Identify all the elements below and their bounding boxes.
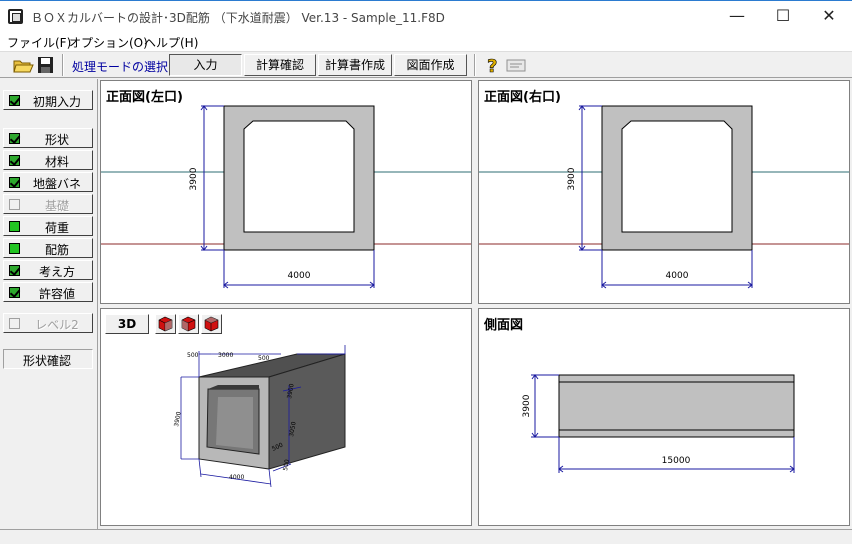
dim-label: 500	[271, 442, 285, 453]
toolbar-separator	[474, 54, 476, 76]
height-dimension: 3900	[189, 167, 199, 190]
cube-view-front-button[interactable]	[155, 314, 176, 334]
item-initial-input[interactable]: 初期入力	[3, 90, 93, 110]
height-dimension: 3900	[567, 167, 577, 190]
pane-title: 側面図	[484, 318, 524, 333]
help-question-icon[interactable]: ?	[482, 55, 504, 75]
side-view-drawing: 3900 15000	[522, 374, 795, 473]
close-button[interactable]: ✕	[822, 6, 836, 25]
info-card-icon[interactable]	[505, 55, 527, 75]
item-level2: レベル2	[3, 313, 93, 333]
front-view-left-drawing: 3900 4000	[101, 105, 471, 289]
red-cube-icon	[204, 316, 219, 332]
shape-confirm-button[interactable]: 形状確認	[3, 349, 93, 369]
input-item-panel: 初期入力 形状 材料 地盤バネ 基礎 荷重 配筋 考え方 許容値 レベル2 形状…	[0, 79, 98, 531]
view-3d-pane: 3D	[100, 308, 472, 526]
menu-file[interactable]: ファイル(F)	[7, 36, 72, 50]
dim-label: 3900	[173, 411, 183, 427]
dim-label: 3000	[218, 352, 233, 359]
check-icon	[9, 287, 20, 298]
dim-label: 3900	[286, 383, 296, 399]
front-view-right-drawing: 3900 4000	[479, 105, 849, 289]
toolbar-separator	[62, 54, 64, 76]
check-icon	[9, 95, 20, 106]
check-icon	[9, 318, 20, 329]
dim-label: 500	[258, 355, 270, 362]
length-dimension: 15000	[662, 456, 691, 466]
status-square-icon	[9, 243, 20, 254]
front-view-right-pane: 正面図(右口) 3900 4000	[478, 80, 850, 304]
status-bar	[0, 529, 852, 544]
title-bar: ＢＯＸカルバートの設計･3D配筋 （下水道耐震） Ver.13 - Sample…	[0, 0, 852, 31]
red-cube-icon	[181, 316, 196, 332]
dim-label: 500	[187, 352, 199, 359]
mode-drawing-button[interactable]: 図面作成	[394, 54, 467, 76]
check-icon	[9, 155, 20, 166]
toolbar: 処理モードの選択 入力 計算確認 計算書作成 図面作成 ?	[0, 51, 852, 78]
item-concept[interactable]: 考え方	[3, 260, 93, 280]
menu-help[interactable]: ヘルプ(H)	[144, 36, 199, 50]
mode-report-button[interactable]: 計算書作成	[318, 54, 392, 76]
app-icon[interactable]	[8, 9, 23, 24]
item-allowable[interactable]: 許容値	[3, 282, 93, 302]
height-dimension: 3900	[522, 394, 532, 417]
cube-view-top-button[interactable]	[201, 314, 222, 334]
status-square-icon	[9, 221, 20, 232]
menu-option[interactable]: オプション(O)	[69, 36, 148, 50]
check-icon	[9, 177, 20, 188]
red-cube-icon	[158, 316, 173, 332]
pane-title: 正面図(左口)	[106, 90, 183, 105]
3d-view-button[interactable]: 3D	[105, 314, 149, 334]
width-dimension: 4000	[288, 271, 311, 281]
check-icon	[9, 133, 20, 144]
box-culvert-3d-drawing: 500 3000 500 3900 3050 3900 500 4000 500	[173, 345, 346, 488]
item-ground-spring[interactable]: 地盤バネ	[3, 172, 93, 192]
save-disk-icon[interactable]	[35, 55, 57, 75]
svg-text:?: ?	[487, 56, 497, 75]
width-dimension: 4000	[666, 271, 689, 281]
front-view-left-pane: 正面図(左口) 3900 4000	[100, 80, 472, 304]
mode-calc-check-button[interactable]: 計算確認	[244, 54, 316, 76]
check-icon	[9, 199, 20, 210]
side-view-pane: 側面図 3900 15000	[478, 308, 850, 526]
check-icon	[9, 265, 20, 276]
cube-view-side-button[interactable]	[178, 314, 199, 334]
dim-label: 500	[282, 459, 291, 472]
item-load[interactable]: 荷重	[3, 216, 93, 236]
item-shape[interactable]: 形状	[3, 128, 93, 148]
open-folder-icon[interactable]	[12, 55, 34, 75]
menu-bar: ファイル(F) オプション(O) ヘルプ(H)	[0, 31, 852, 51]
maximize-button[interactable]: ☐	[775, 6, 791, 25]
mode-input-button[interactable]: 入力	[169, 54, 242, 76]
window-title: ＢＯＸカルバートの設計･3D配筋 （下水道耐震） Ver.13 - Sample…	[31, 11, 445, 25]
dim-label: 3050	[288, 421, 298, 437]
minimize-button[interactable]: —	[729, 6, 745, 25]
mode-select-label: 処理モードの選択	[72, 60, 169, 74]
dim-label: 4000	[229, 474, 244, 481]
item-rebar[interactable]: 配筋	[3, 238, 93, 258]
pane-title: 正面図(右口)	[484, 90, 561, 105]
item-foundation: 基礎	[3, 194, 93, 214]
item-material[interactable]: 材料	[3, 150, 93, 170]
